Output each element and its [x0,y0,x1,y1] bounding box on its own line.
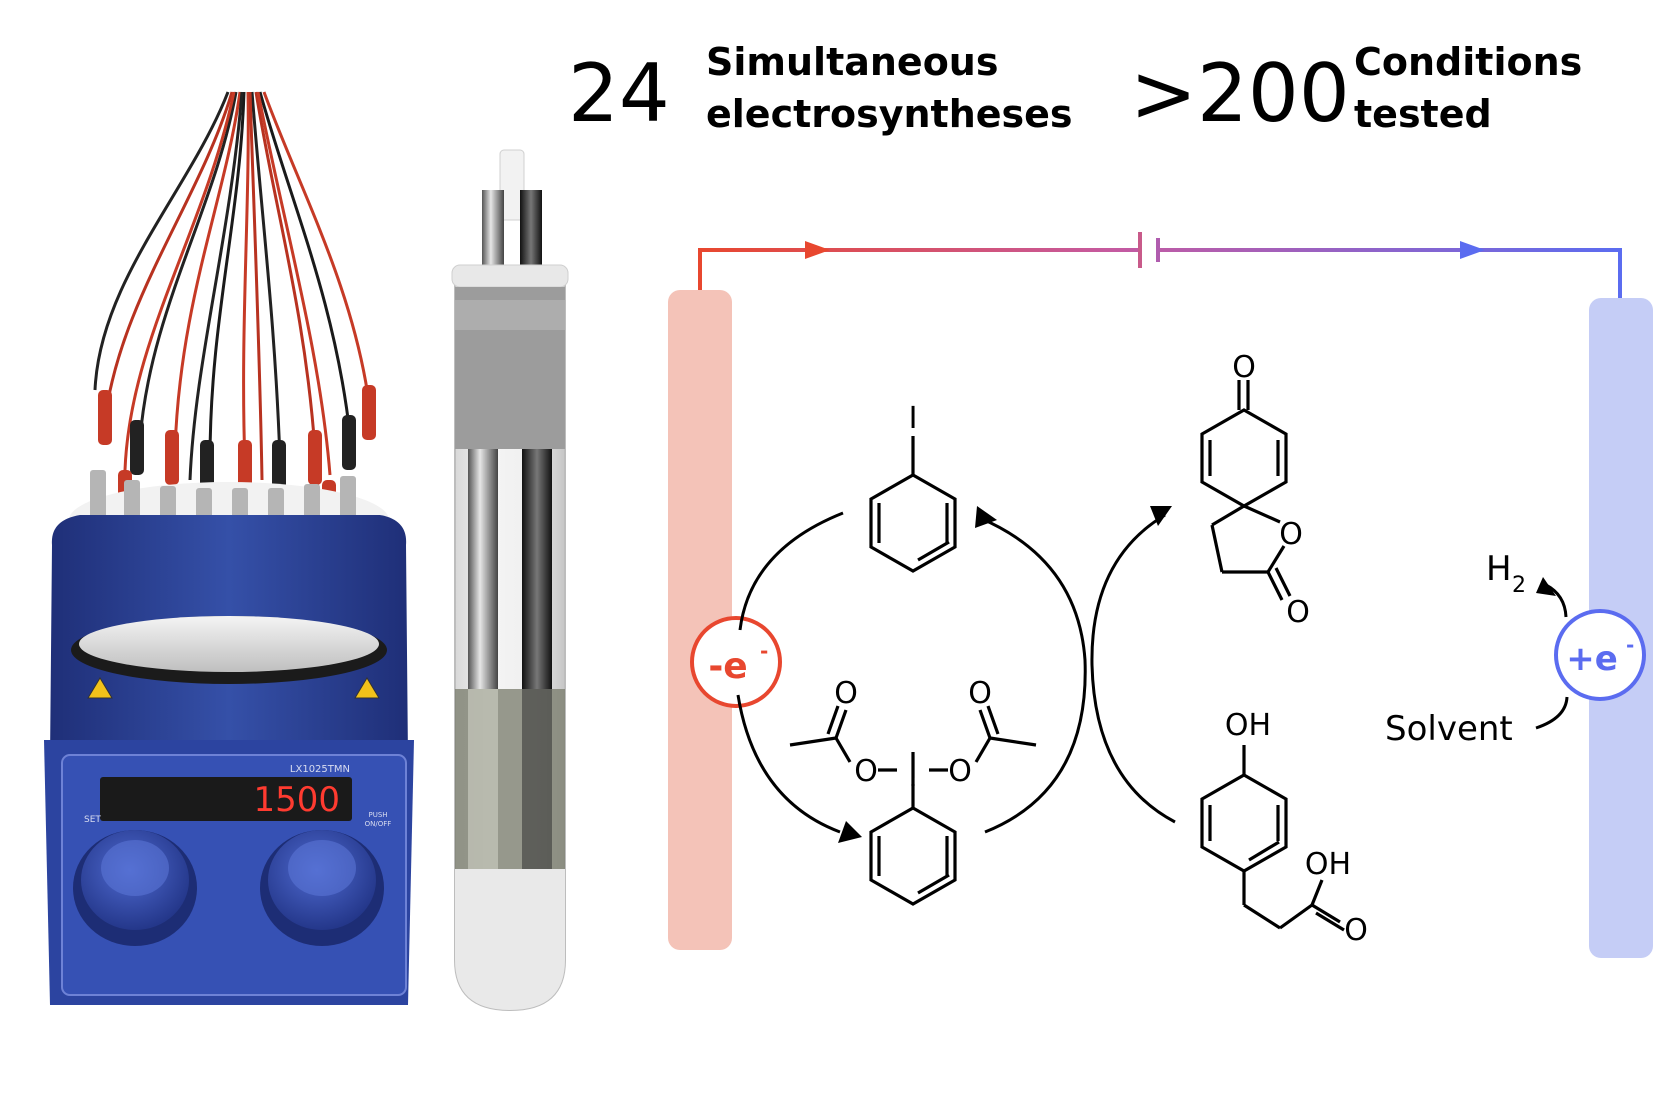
phenylpropanoic-acid-structure [1200,745,1345,932]
current-arrow-left [805,241,830,259]
current-arrow-right [1460,241,1485,259]
right-knob [260,830,384,946]
electrode-rod-right [522,449,552,689]
stat-label-line1: Conditions [1354,40,1583,84]
cathode-label: +e [1566,639,1618,679]
stat-label-line1: Simultaneous [706,40,999,84]
spiro-o-carbonyl: O [1286,595,1310,630]
cathode-reduction-marker: +e - [1554,609,1646,701]
pida-structure [789,705,1037,906]
cathode-label-sup: - [1626,633,1634,657]
arrow-pida-to-iodoarene [979,516,1087,834]
anode-electrode [668,290,732,950]
anode-label: -e [708,646,747,687]
display-reading: 1500 [253,780,340,820]
solvent-label: Solvent [1385,709,1513,749]
model-label: LX1025TMN [290,764,350,775]
electrode-rod-left [468,449,498,689]
wire-bundle [93,91,372,481]
stat-count-conditions: >200 [1130,47,1350,140]
h2-subscript: 2 [1512,573,1526,598]
iodo-atom: I [909,401,918,436]
hot-surface-warning-icon [87,677,113,699]
stat-label-conditions: Conditions tested [1354,36,1582,141]
caution-warning-icon [354,677,380,699]
h2-label: H [1486,549,1512,589]
iodobenzene-structure [869,436,957,573]
digital-display [100,777,352,821]
onoff-label: ON/OFF [365,820,392,828]
electrochemical-vial-illustration [451,149,569,1012]
solvent-to-cathode-arrow [1535,696,1569,730]
parallel-reactor-illustration: 1500 LX1025TMN SET PUSH ON/OFF [44,91,414,1005]
catalytic-cycle-arrows [736,511,1176,834]
phenol-oh: OH [1225,708,1271,743]
arrow-iodoarene-to-anode [738,511,844,631]
acid-o: O [1344,913,1368,948]
external-circuit [698,232,1622,300]
spiro-o-ketone: O [1232,350,1256,385]
push-label: PUSH [368,811,387,819]
arrow-anode-to-pida [736,694,841,834]
spiro-o-ring: O [1279,517,1303,552]
set-label: SET [84,815,101,825]
left-knob [73,830,197,946]
pida-iodine: I [909,751,918,786]
anode-oxidation-marker: -e - [690,616,782,708]
pida-o-left-ester: O [854,754,878,789]
stat-label-line2: tested [1354,92,1492,137]
acid-oh: OH [1305,847,1351,882]
pida-o-right-ester: O [948,754,972,789]
arrow-phenol-to-spiro [1090,513,1176,824]
stat-count-simultaneous: 24 [568,47,670,140]
stat-label-simultaneous: Simultaneous electrosyntheses [706,36,1073,141]
spirolactone-structure [1200,380,1292,601]
stat-label-line2: electrosyntheses [706,92,1073,137]
anode-label-sup: - [760,639,768,663]
pida-o-right-carbonyl: O [968,676,992,711]
pida-o-left-carbonyl: O [834,676,858,711]
